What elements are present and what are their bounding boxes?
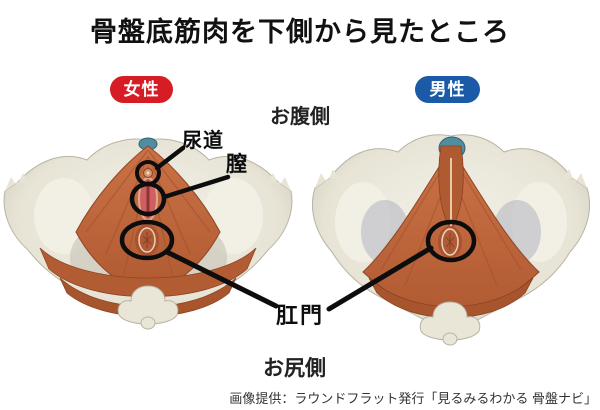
- male-anus-callout-circle: [425, 219, 477, 263]
- female-badge: 女性: [110, 76, 173, 103]
- buttocks-side-label: お尻側: [263, 357, 326, 380]
- male-pelvis-illustration: [311, 134, 591, 346]
- female-anus-callout-circle: [119, 219, 175, 261]
- male-sacrum-coccyx: [419, 301, 481, 346]
- vagina-label: 膣: [226, 152, 247, 176]
- page-title: 骨盤底筋肉を下側から見たところ: [90, 17, 510, 47]
- urethra-callout-circle: [135, 160, 161, 186]
- anus-label: 肛門: [276, 303, 325, 328]
- female-sacrum-coccyx: [117, 285, 179, 330]
- vagina-leader-line: [161, 174, 231, 200]
- female-pelvic-floor-muscles: [39, 137, 257, 317]
- male-badge: 男性: [415, 76, 480, 103]
- urethra-label: 尿道: [182, 130, 224, 152]
- male-anus-leader-line: [326, 245, 434, 312]
- vagina-callout-circle: [129, 181, 167, 217]
- male-pelvic-floor-muscles: [362, 136, 540, 321]
- urethra-leader-line: [154, 145, 186, 171]
- abdomen-side-label: お腹側: [270, 106, 330, 128]
- female-anus-leader-line: [164, 249, 279, 309]
- image-credit: 画像提供：ラウンドフラット発行「見るみるわかる 骨盤ナビ」: [229, 391, 597, 406]
